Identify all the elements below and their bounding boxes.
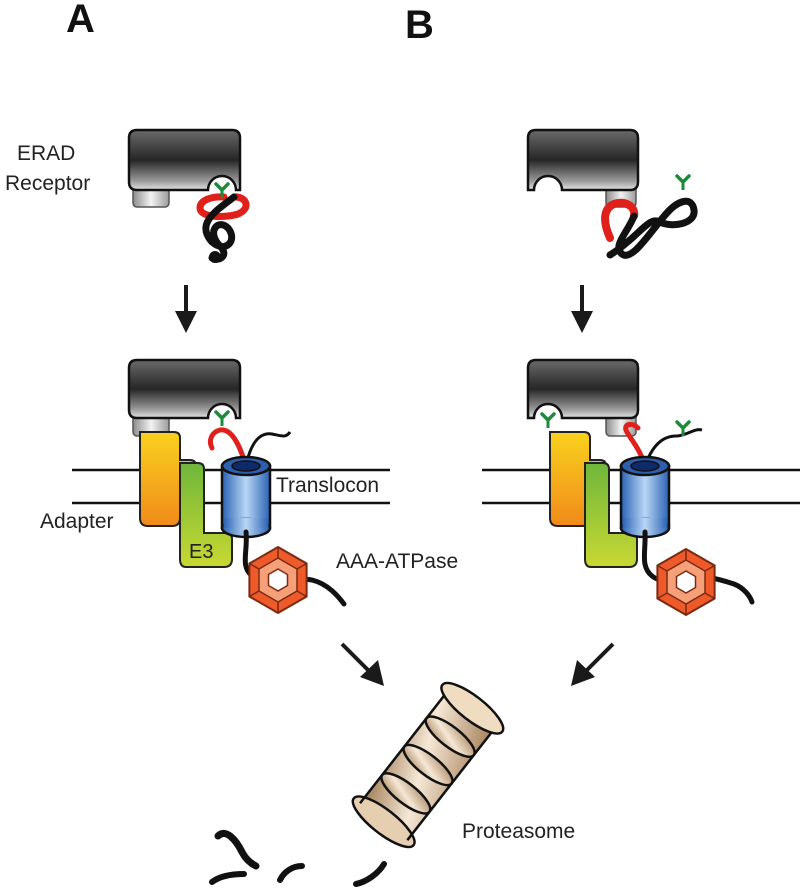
- erad-receptor-b-top: [526, 128, 640, 208]
- translocon-channel: [619, 455, 671, 539]
- substrate-b-mid: [623, 420, 703, 469]
- peptide-fragments: [209, 829, 387, 887]
- arrow-down-icon: [173, 283, 199, 335]
- aaa-atpase-label: AAA-ATPase: [336, 550, 458, 573]
- translocon-channel: [220, 455, 272, 539]
- e3-label: E3: [189, 541, 213, 563]
- arrow-diagonal-a-icon: [340, 642, 384, 686]
- erad-label-line2: Receptor: [5, 172, 90, 195]
- misfolded-substrate-b: [601, 174, 698, 259]
- proteasome-label: Proteasome: [462, 820, 575, 843]
- erad-receptor-a-top: [127, 128, 242, 208]
- translocon-label: Translocon: [276, 474, 379, 497]
- panel-a-label: A: [66, 0, 95, 41]
- aaa-atpase-b: [656, 548, 716, 616]
- aaa-atpase-a: [248, 546, 308, 614]
- arrow-down-icon: [569, 283, 595, 335]
- adapter-label: Adapter: [40, 510, 114, 533]
- erad-label-line1: ERAD: [17, 142, 75, 165]
- proteasome: [351, 681, 505, 849]
- erad-receptor-b-mid: [526, 358, 640, 437]
- glycan-icon: [214, 410, 230, 428]
- glycan-icon: [675, 174, 691, 192]
- arrow-diagonal-b-icon: [571, 642, 615, 686]
- glycan-icon: [540, 412, 556, 430]
- misfolded-substrate-a: [196, 182, 250, 263]
- panel-b-label: B: [405, 3, 434, 47]
- substrate-a-mid: [207, 410, 292, 469]
